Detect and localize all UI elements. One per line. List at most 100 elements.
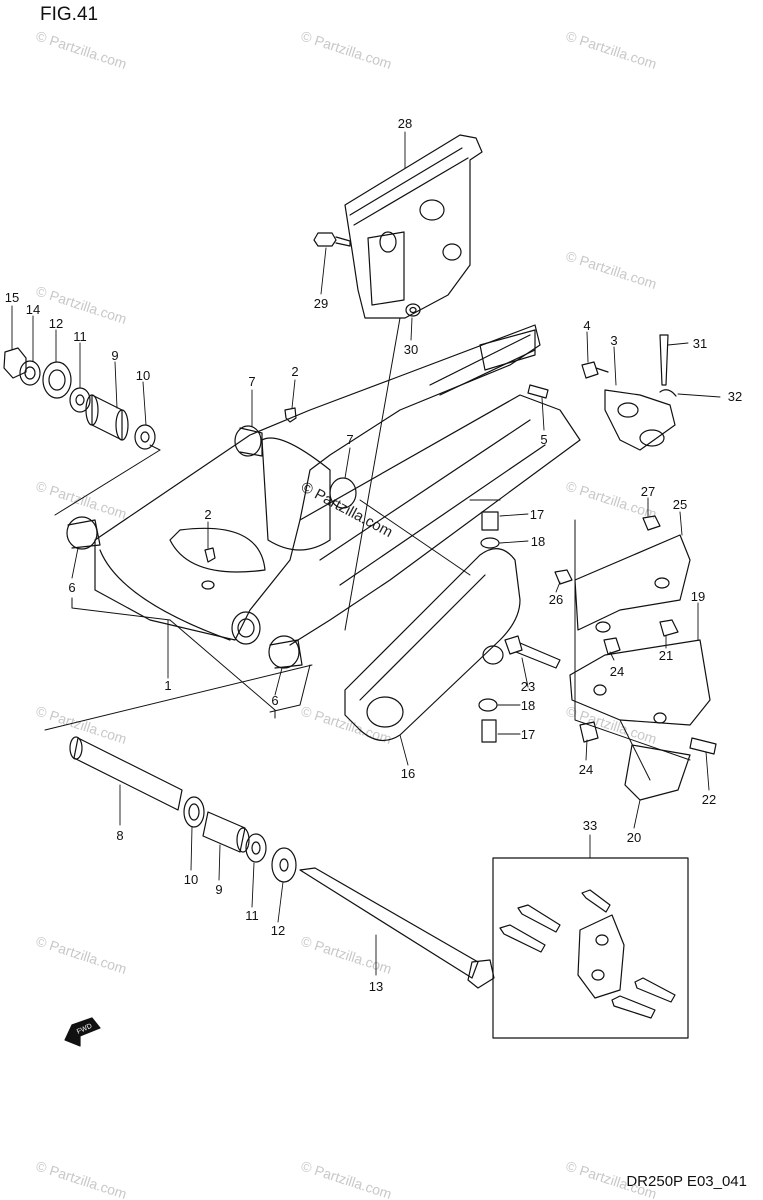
watermark: © Partzilla.com — [298, 479, 395, 541]
callout-22: 22 — [702, 792, 716, 807]
nut-24-lower[interactable] — [579, 721, 599, 743]
callout-17: 17 — [521, 727, 535, 742]
callout-25: 25 — [673, 497, 687, 512]
grease-nipple-2-upper[interactable] — [284, 407, 297, 423]
nut-24-upper[interactable] — [603, 637, 621, 655]
watermark: © Partzilla.com — [299, 933, 394, 977]
guard-20[interactable] — [624, 744, 691, 801]
bolt-17-lower[interactable] — [481, 719, 497, 743]
forward-arrow-icon: FWD — [64, 1017, 101, 1047]
callout-8: 8 — [116, 828, 123, 843]
figure-title: FIG.41 — [40, 4, 99, 25]
callout-6: 6 — [68, 580, 75, 595]
bracket-19[interactable] — [569, 639, 711, 726]
callout-labels: 28 29 30 15 14 12 11 9 10 7 2 7 4 3 31 3… — [5, 116, 742, 994]
callout-10: 10 — [184, 872, 198, 887]
callout-12: 12 — [49, 316, 63, 331]
callout-20: 20 — [627, 830, 641, 845]
callout-18: 18 — [531, 534, 545, 549]
callout-19: 19 — [691, 589, 705, 604]
callout-23: 23 — [521, 679, 535, 694]
callout-27: 27 — [641, 484, 655, 499]
callout-16: 16 — [401, 766, 415, 781]
callout-15: 15 — [5, 290, 19, 305]
washer-18-lower[interactable] — [478, 698, 498, 712]
callout-7: 7 — [248, 374, 255, 389]
bolt-22[interactable] — [689, 737, 717, 755]
reference-lines — [44, 317, 691, 781]
bushing-6-left[interactable] — [66, 516, 101, 550]
bushing-7-upper[interactable] — [234, 425, 263, 457]
callout-32: 32 — [728, 389, 742, 404]
callout-3: 3 — [610, 333, 617, 348]
watermark: © Partzilla.com — [564, 703, 659, 747]
swingarm-part[interactable] — [94, 324, 581, 646]
washer-11-lower[interactable] — [245, 833, 267, 863]
bracket-25[interactable] — [574, 534, 691, 633]
seal-10-lower[interactable] — [183, 796, 205, 828]
callout-24: 24 — [579, 762, 593, 777]
watermark: © Partzilla.com — [564, 248, 659, 292]
callout-14: 14 — [26, 302, 40, 317]
pivot-bolt-13[interactable] — [299, 867, 495, 989]
spacer-9-lower[interactable] — [202, 811, 250, 853]
callout-5: 5 — [540, 432, 547, 447]
callout-1: 1 — [164, 678, 171, 693]
watermark: © Partzilla.com — [34, 1158, 129, 1200]
callout-28: 28 — [398, 116, 412, 131]
callout-9: 9 — [111, 348, 118, 363]
watermark: © Partzilla.com — [34, 28, 129, 72]
callout-18: 18 — [521, 698, 535, 713]
bolt-5[interactable] — [527, 384, 549, 399]
callout-10: 10 — [136, 368, 150, 383]
callout-7: 7 — [346, 432, 353, 447]
callout-11: 11 — [245, 908, 259, 923]
chain-guard-part[interactable] — [344, 134, 483, 319]
figure-code: DR250P E03_041 — [626, 1173, 747, 1190]
washer-12-lower[interactable] — [271, 847, 297, 883]
callout-24: 24 — [610, 664, 624, 679]
bolt-26[interactable] — [554, 569, 573, 585]
chain-adjuster-part[interactable] — [604, 389, 676, 451]
callout-31: 31 — [693, 336, 707, 351]
bolt-17-upper[interactable] — [481, 511, 499, 531]
clip-32[interactable] — [659, 389, 677, 397]
callout-21: 21 — [659, 648, 673, 663]
watermark: © Partzilla.com — [299, 28, 394, 72]
callout-6: 6 — [271, 693, 278, 708]
washer-30[interactable] — [405, 303, 421, 317]
callout-2: 2 — [204, 507, 211, 522]
watermark: © Partzilla.com — [34, 933, 129, 977]
callout-29: 29 — [314, 296, 328, 311]
callout-17: 17 — [530, 507, 544, 522]
watermark: © Partzilla.com — [299, 1158, 394, 1200]
grease-nipple-2-lower[interactable] — [201, 547, 216, 590]
bolt-4[interactable] — [581, 361, 609, 379]
callout-26: 26 — [549, 592, 563, 607]
pin-31[interactable] — [659, 334, 669, 386]
bolt-29[interactable] — [313, 232, 351, 247]
callout-33: 33 — [583, 818, 597, 833]
leader-lines — [11, 131, 721, 976]
watermark: © Partzilla.com — [34, 478, 129, 522]
callout-12: 12 — [271, 923, 285, 938]
inset-box-33[interactable] — [492, 857, 689, 1039]
pivot-sleeve-8[interactable] — [69, 736, 183, 811]
callout-9: 9 — [215, 882, 222, 897]
callout-30: 30 — [404, 342, 418, 357]
callout-11: 11 — [73, 329, 87, 344]
watermark: © Partzilla.com — [564, 28, 659, 72]
callout-2: 2 — [291, 364, 298, 379]
watermark: © Partzilla.com — [564, 1158, 659, 1200]
callout-4: 4 — [583, 318, 590, 333]
washer-18-upper[interactable] — [480, 537, 500, 549]
bolt-21[interactable] — [659, 619, 679, 637]
bolt-23[interactable] — [504, 635, 561, 669]
chain-slider-part[interactable] — [344, 548, 521, 741]
left-bearing-stack[interactable] — [3, 347, 156, 450]
bushing-6-right[interactable] — [268, 635, 303, 669]
bolt-27[interactable] — [642, 515, 661, 531]
bushing-7-lower[interactable] — [329, 477, 357, 509]
